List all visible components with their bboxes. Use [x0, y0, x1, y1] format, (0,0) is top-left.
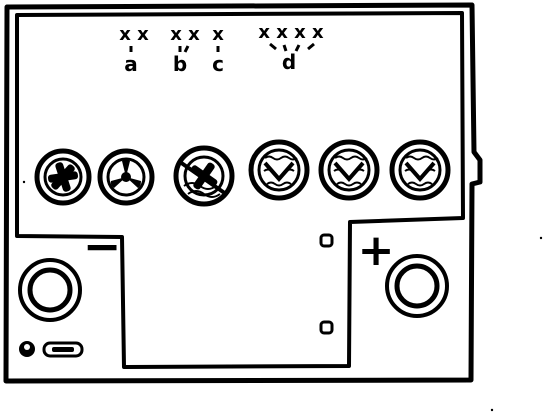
group-d-marks: x x x x [258, 22, 324, 43]
cell-4-indicator [248, 139, 310, 201]
label-group-c: x c [212, 24, 224, 76]
lid-outline [15, 11, 465, 369]
group-d-letter: d [282, 50, 296, 74]
group-a-letter: a [124, 52, 138, 76]
label-group-d: x x x x d [258, 22, 324, 74]
vent-indicator [19, 341, 84, 358]
negative-terminal [18, 258, 82, 322]
group-c-letter: c [212, 52, 224, 76]
cell-2-plug [97, 148, 155, 206]
speck [539, 236, 543, 240]
group-b-letter: b [173, 52, 187, 76]
propeller-icon [110, 159, 141, 188]
group-c-marks: x [212, 24, 224, 45]
speck [490, 408, 494, 412]
positive-terminal [385, 254, 449, 318]
battery-outline [3, 2, 483, 384]
cell-1-plug [34, 148, 92, 206]
crossed-out-x-icon [178, 160, 228, 198]
cell-3-plug [173, 145, 235, 207]
negative-symbol: − [83, 219, 122, 273]
cell-6-indicator [389, 139, 451, 201]
cell-5-indicator [318, 139, 380, 201]
x-icon [47, 162, 79, 192]
positive-symbol: + [358, 225, 395, 276]
group-a-marks: x x [119, 24, 149, 45]
rivet-bottom [319, 320, 334, 335]
speck [22, 180, 26, 184]
group-b-marks: x x [170, 24, 200, 45]
rivet-top [319, 233, 334, 248]
check-icon [333, 155, 368, 187]
label-group-a: x x a [119, 24, 149, 76]
check-icon [263, 155, 298, 187]
label-group-b: x x b [170, 24, 200, 76]
check-icon [404, 155, 439, 187]
